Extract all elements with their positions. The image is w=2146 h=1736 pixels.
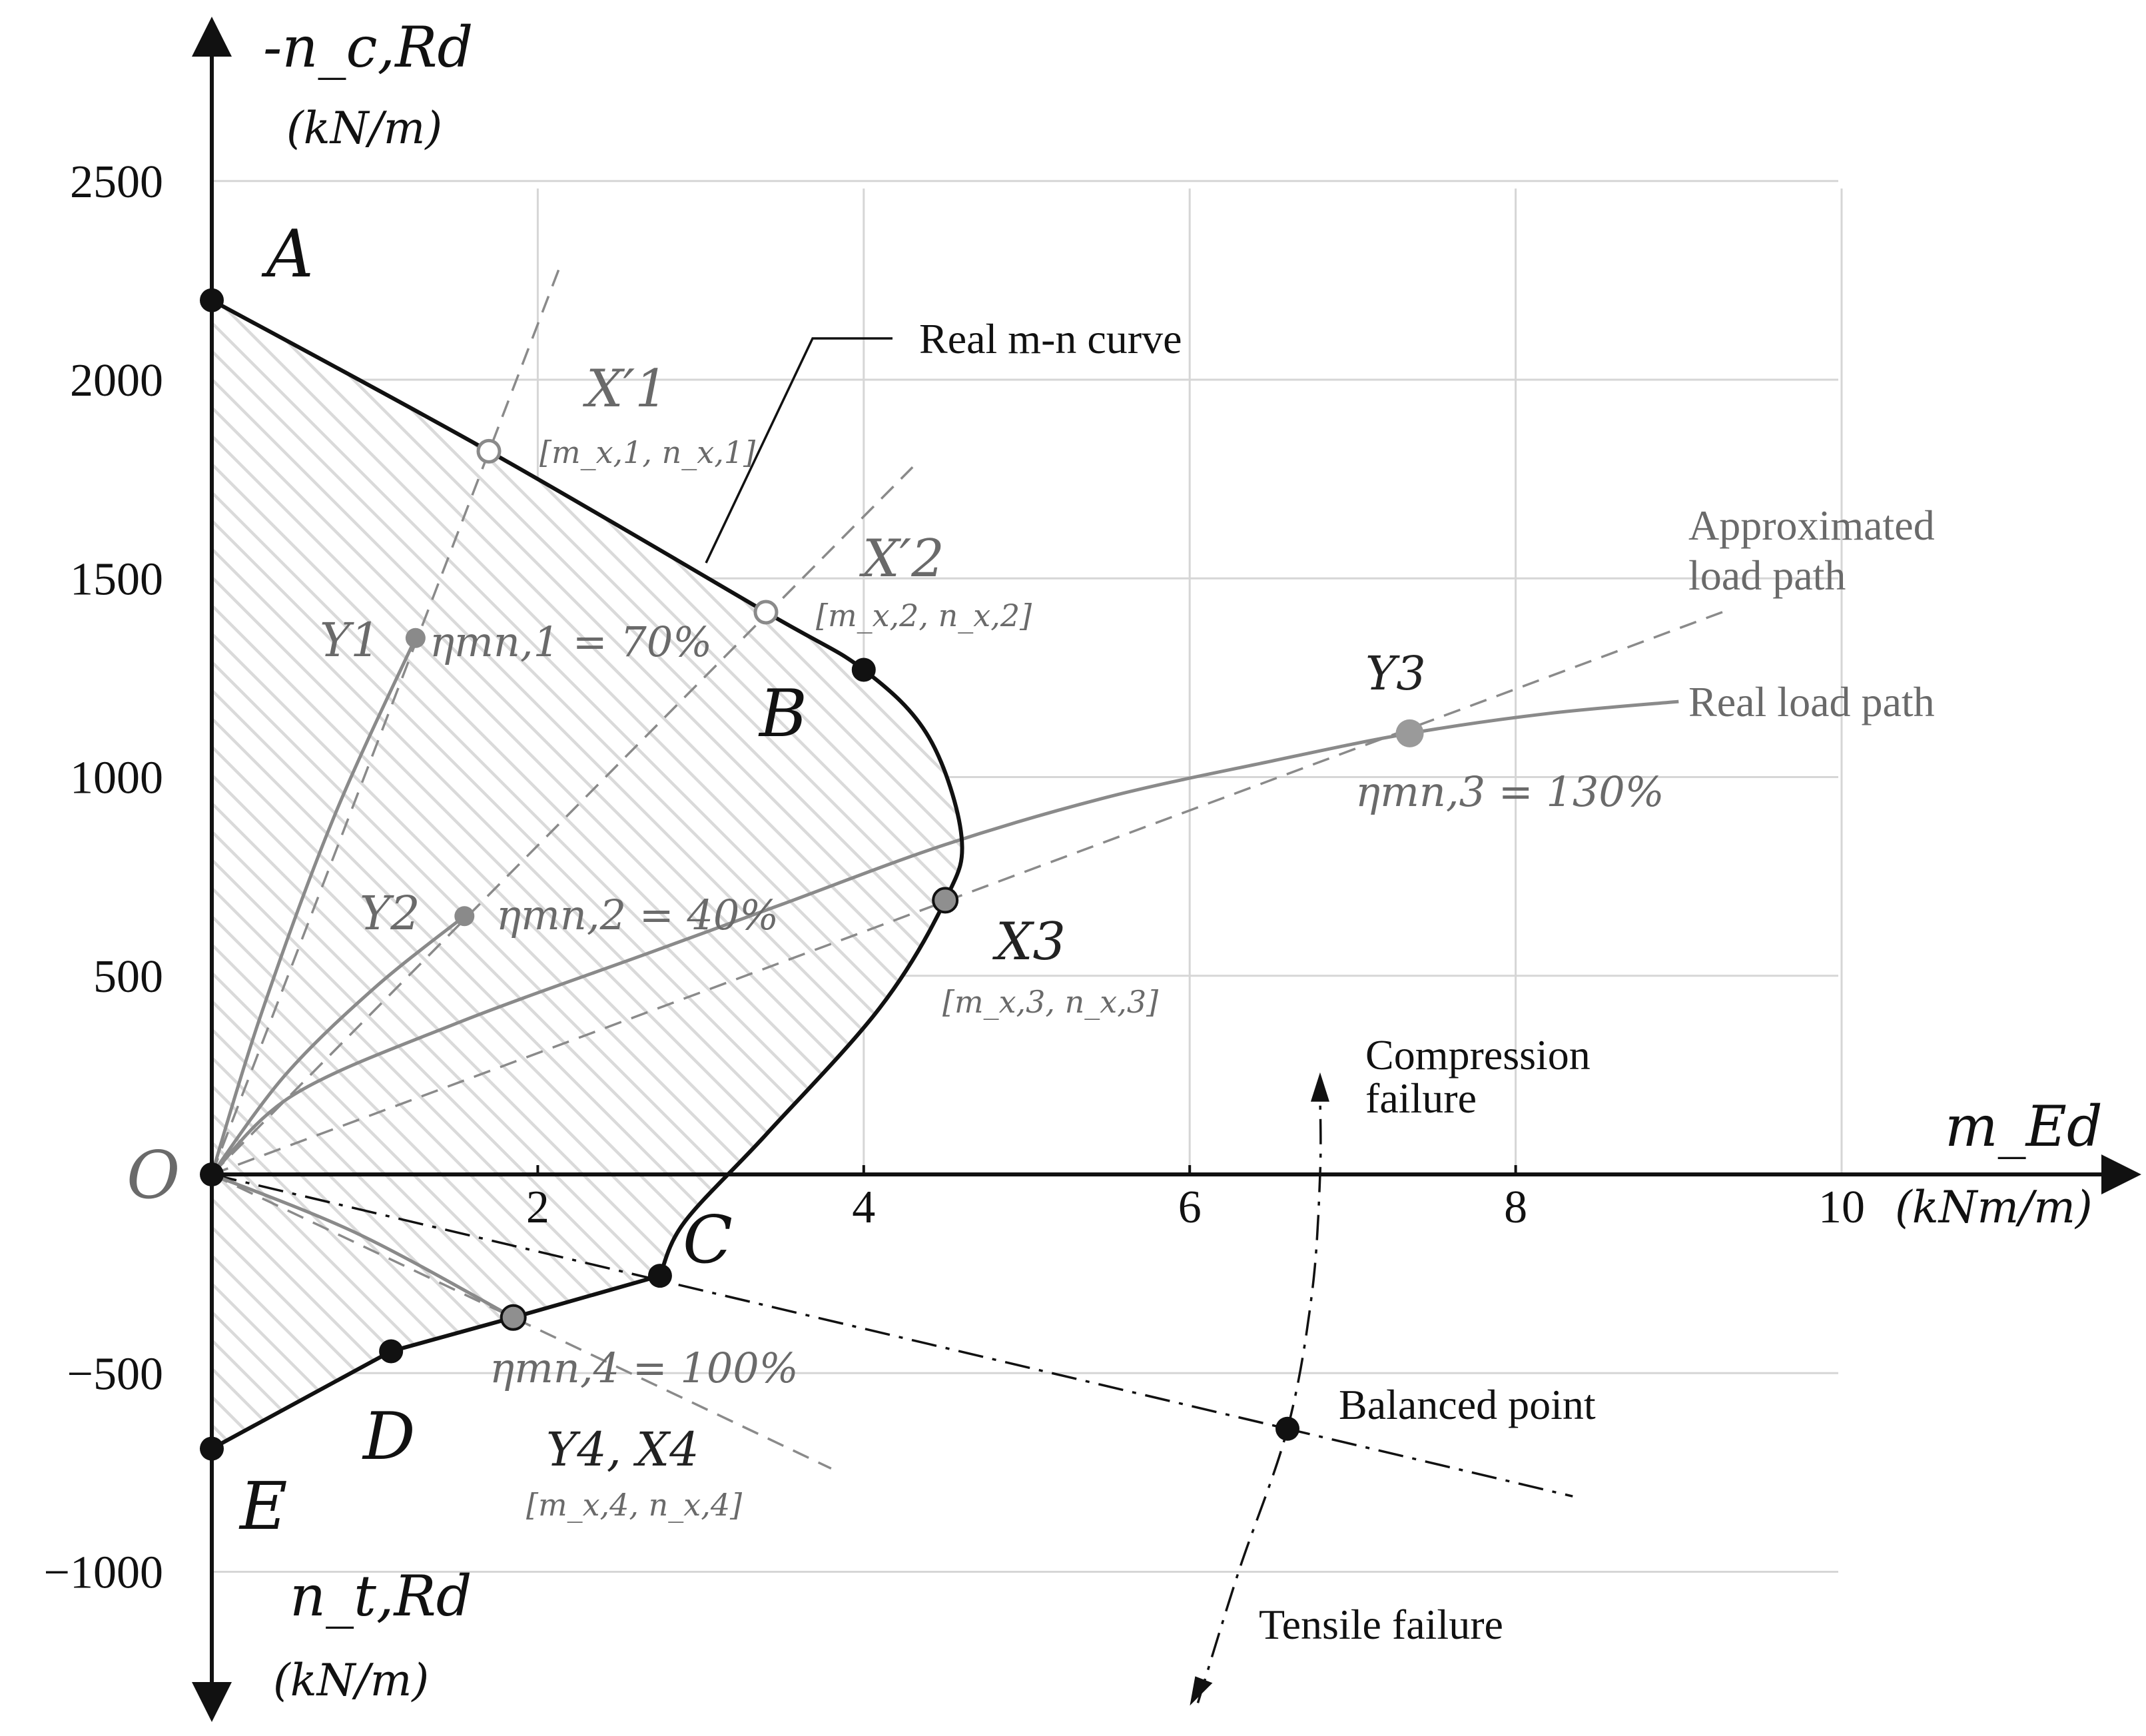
point-c [647,1264,672,1288]
real-m-n-curve-label: Real m-n curve [919,315,1182,362]
y-axis-label-bottom: n_t,Rd [290,1563,472,1629]
point-label-y4: Y4, X4 [546,1422,699,1477]
point-label-x2: X′2 [859,529,944,589]
real-load-path-1 [210,699,1679,1176]
y-axis-title-bottom: n_t,Rd (kN/m) [273,1563,472,1706]
bracket-x4: [m_x,4, n_x,4] [526,1487,742,1523]
real-m-n-curve [210,298,964,1451]
y-axis-label-top: -n_c,Rd [263,15,473,80]
eta-label-2: ηmn,2 = 40% [496,891,779,939]
y-tick-label: 2500 [70,157,163,208]
axes [192,17,2141,1722]
balanced-point-label: Balanced point [1339,1381,1596,1428]
x-tick-label: 8 [1504,1182,1527,1233]
point-label-d: D [362,1399,416,1475]
x-axis-label: m_Ed [1945,1094,2103,1159]
bracket-x2: [m_x,2, n_x,2] [816,598,1032,634]
approximated-load-path-label-1: Approximated [1688,502,1935,549]
point-label-y1: Y1 [320,613,380,667]
eta-label-4: ηmn,4 = 100% [490,1344,799,1392]
failure-arrows [1190,1072,1329,1706]
point-label-y3: Y3 [1365,646,1426,701]
x-tick-label: 6 [1178,1182,1202,1233]
x-axis-unit: (kNm/m) [1895,1182,2093,1233]
y-axis-title-top: -n_c,Rd (kN/m) [263,15,473,154]
eta-label-3: ηmn,3 = 130% [1355,767,1664,816]
x-tick-label: 10 [1818,1182,1865,1233]
eta-label-1: ηmn,1 = 70% [430,618,712,666]
tensile-failure-label: Tensile failure [1259,1601,1503,1648]
y-axis-unit-top: (kN/m) [286,103,442,154]
point-label-x3: X3 [992,912,1066,972]
x-tick-label: 2 [526,1182,549,1233]
real-load-path-3 [210,915,466,1176]
y-tick-label: 2000 [70,355,163,406]
point-e [200,1436,224,1461]
x-tick-label: 4 [852,1182,875,1233]
y-tick-label: 1500 [70,554,163,605]
point-x1 [476,438,502,464]
real-load-path-4 [211,1172,514,1319]
real-load-paths [210,637,1679,1319]
bracket-x1: [m_x,1, n_x,1] [539,434,755,470]
real-load-path-label: Real load path [1688,678,1935,725]
tensile-arrow-icon [1190,1676,1213,1706]
y-tick-label: −1000 [44,1547,163,1599]
point-y1 [405,628,426,648]
origin-label: O [127,1138,180,1214]
compression-arrow-icon [1310,1072,1329,1102]
safe-region-hatch [212,300,962,1449]
bracket-x3: [m_x,3, n_x,3] [942,984,1158,1020]
y-tick-label: 1000 [70,753,163,804]
point-x3 [932,887,959,914]
point-label-e: E [238,1469,288,1545]
point-label-b: B [758,676,807,752]
balanced-point-line [211,1173,1573,1498]
point-y2 [454,906,475,927]
point-a [200,288,224,312]
point-y4-x4 [500,1304,527,1331]
compression-failure-label-2: failure [1365,1075,1477,1122]
y-axis-unit-bottom: (kN/m) [273,1655,429,1706]
approximated-load-path-3 [211,609,1728,1176]
point-o [200,1162,224,1186]
point-balanced [1275,1416,1300,1441]
approximated-load-path-1 [210,260,563,1175]
point-x2 [753,600,779,625]
tick-labels: 2500 2000 1500 1000 500 −500 −1000 2 4 6 8 10 [44,157,1865,1599]
approximated-load-path-label-2: load path [1688,552,1846,599]
point-label-a: A [261,217,314,292]
point-label-x1: X′1 [582,359,668,419]
point-y3 [1395,719,1424,747]
data-points [200,288,1424,1461]
y-tick-label: −500 [67,1348,163,1400]
compression-failure-label-1: Compression [1365,1031,1591,1079]
x-axis-title: m_Ed (kNm/m) [1895,1094,2103,1233]
y-tick-label: 500 [93,951,163,1003]
real-load-path-2 [210,637,418,1175]
point-label-c: C [683,1202,733,1278]
point-d [379,1339,404,1364]
point-b [851,657,876,682]
real-m-n-leader [705,337,893,564]
point-label-y2: Y2 [360,886,420,941]
